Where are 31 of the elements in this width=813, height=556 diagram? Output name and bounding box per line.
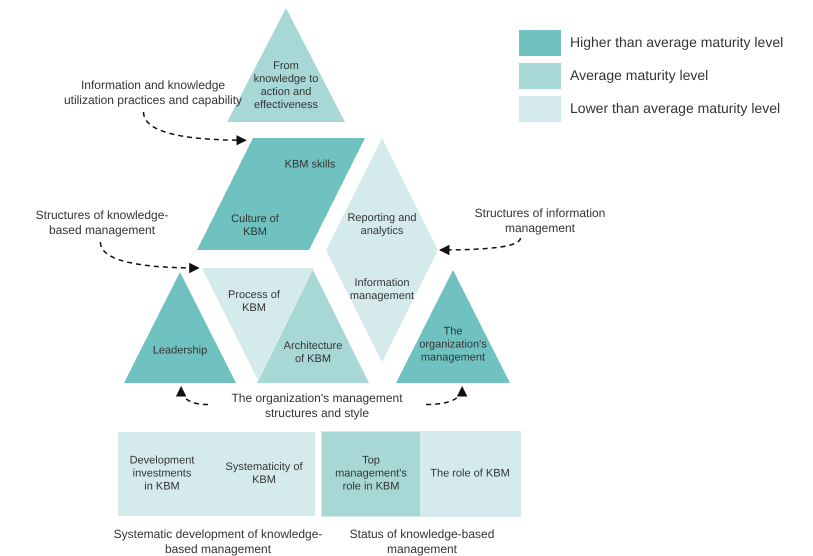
tile-label: Architecture of KBM (282, 340, 344, 366)
legend-label: Lower than average maturity level (570, 100, 780, 116)
dashed-arrow (438, 238, 522, 256)
annotation-text: Structures of knowledge-based management (22, 208, 182, 238)
band-panel (118, 432, 315, 516)
tile-label: The organization's management (418, 326, 488, 364)
dashed-arrow (100, 242, 200, 274)
dashed-arrow (176, 386, 208, 406)
tile-label: Culture of KBM (230, 213, 280, 239)
legend-label: Higher than average maturity level (570, 34, 784, 50)
tile-label: Information management (348, 277, 416, 303)
tile-label: From knowledge to action and effectiveness (252, 60, 320, 112)
tile-label: Process of KBM (227, 289, 281, 315)
tile-label: The role of KBM (429, 468, 511, 480)
dashed-arrow (142, 112, 247, 146)
tile-label: Leadership (152, 344, 208, 358)
annotation-text: The organization's management structures and style (212, 391, 422, 421)
dashed-arrow (426, 386, 466, 406)
tile-label: Development investments in KBM (128, 454, 196, 494)
annotation-text: Information and knowledge utilization practices and capability (58, 78, 248, 108)
tile-label: Top management's role in KBM (334, 454, 408, 494)
legend-label: Average maturity level (570, 67, 708, 83)
caption-text: Systematic development of knowledge-based management (112, 527, 324, 556)
tile-label: KBM skills (284, 158, 336, 172)
tile-label: Systematicity of KBM (224, 461, 304, 487)
tile-label: Reporting and analytics (346, 212, 418, 238)
annotation-text: Structures of information management (470, 206, 610, 236)
band-cell (322, 432, 420, 516)
band-panel (322, 432, 520, 516)
caption-text: Status of knowledge-based management (348, 527, 496, 556)
band-cell (420, 432, 520, 516)
